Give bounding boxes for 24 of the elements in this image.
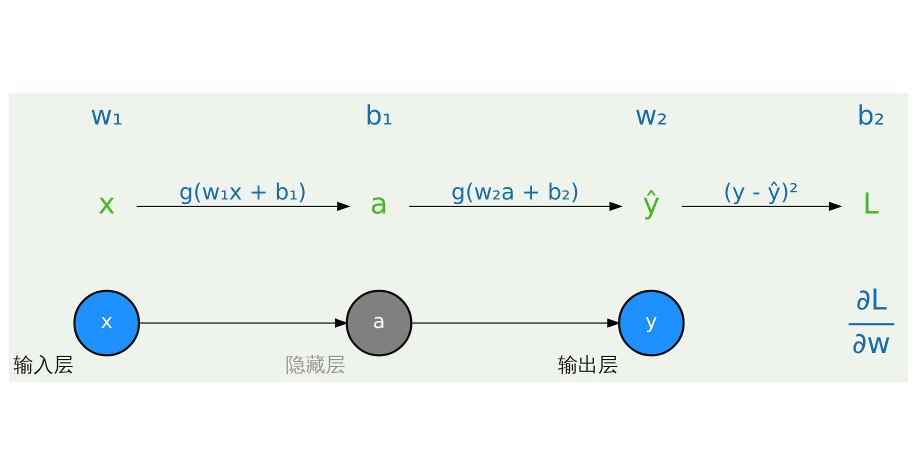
edge-label: (y - ŷ)² <box>723 180 798 206</box>
node-label: 隐藏层 <box>286 352 346 376</box>
label: ∂w <box>852 326 891 360</box>
arrow <box>139 318 348 328</box>
arrow <box>409 202 623 212</box>
arrow <box>136 202 350 212</box>
label: b₁ <box>365 100 393 132</box>
arrow <box>682 202 842 212</box>
node-text: L <box>862 186 879 220</box>
label: w₂ <box>635 100 668 132</box>
node-text: ŷ <box>642 186 660 220</box>
node-circle: a <box>346 290 412 356</box>
node-circle: y <box>618 290 685 356</box>
label: b₂ <box>857 100 885 132</box>
node-label: 输入层 <box>13 352 74 376</box>
label: ∂L <box>856 282 887 317</box>
edge-label: g(w₂a + b₂) <box>451 180 580 206</box>
label: w₁ <box>90 100 123 132</box>
node-text: a <box>370 186 388 220</box>
node-text: x <box>98 186 116 220</box>
edge-label: g(w₁x + b₁) <box>179 180 307 206</box>
node-circle: x <box>73 290 140 356</box>
arrow <box>412 318 621 328</box>
node-label: 输出层 <box>558 352 618 376</box>
